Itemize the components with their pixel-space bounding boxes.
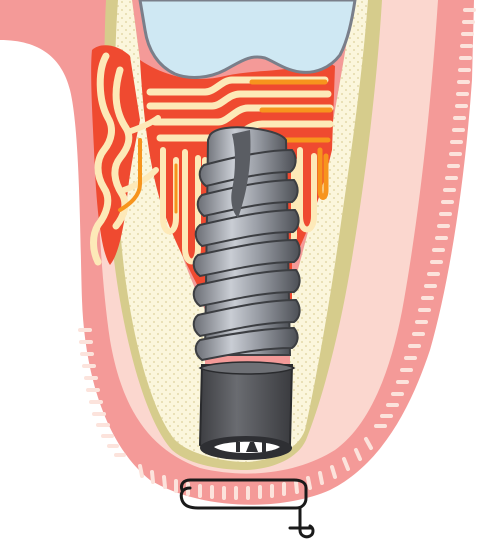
implant-collar-top <box>200 362 294 374</box>
implant <box>194 127 300 460</box>
